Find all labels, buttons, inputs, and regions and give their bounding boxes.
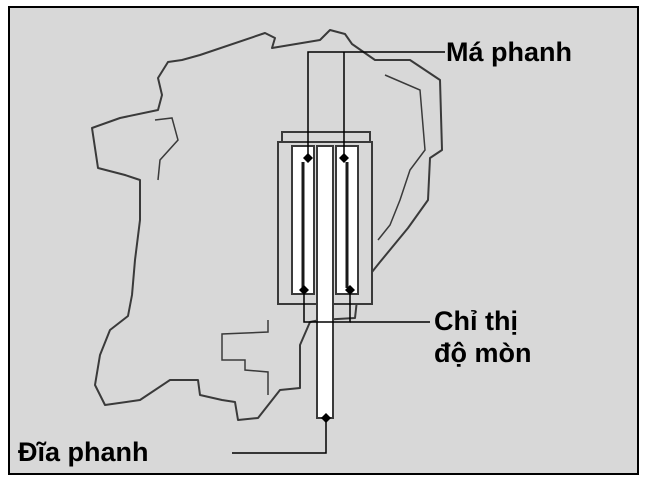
wear-indicator-label-line2: độ mòn [434,338,532,368]
caliper-mount-detail [154,117,179,181]
leader-line-brake-pad-inner [307,51,445,158]
marker-wear-indicator-outer [345,285,355,295]
marker-wear-indicator-inner [299,285,309,295]
brake-disc-label: Đĩa phanh [18,437,149,467]
wear-indicator-label-line1: Chỉ thị [434,306,518,336]
leader-line-brake-disc [232,418,327,454]
brake-pad-label: Má phanh [446,37,572,67]
marker-brake-pad-inner [303,153,313,163]
wear-indicator-label: Chỉ thị độ mòn [434,305,531,369]
leader-line-wear-indicator-bracket [303,290,351,323]
brake-disc [316,145,334,419]
marker-brake-pad-outer [339,153,349,163]
caliper-bracket-detail [221,320,269,395]
caliper-housing-outline [91,29,443,421]
caliper-inner-contour [377,74,426,241]
marker-brake-disc [321,413,331,423]
